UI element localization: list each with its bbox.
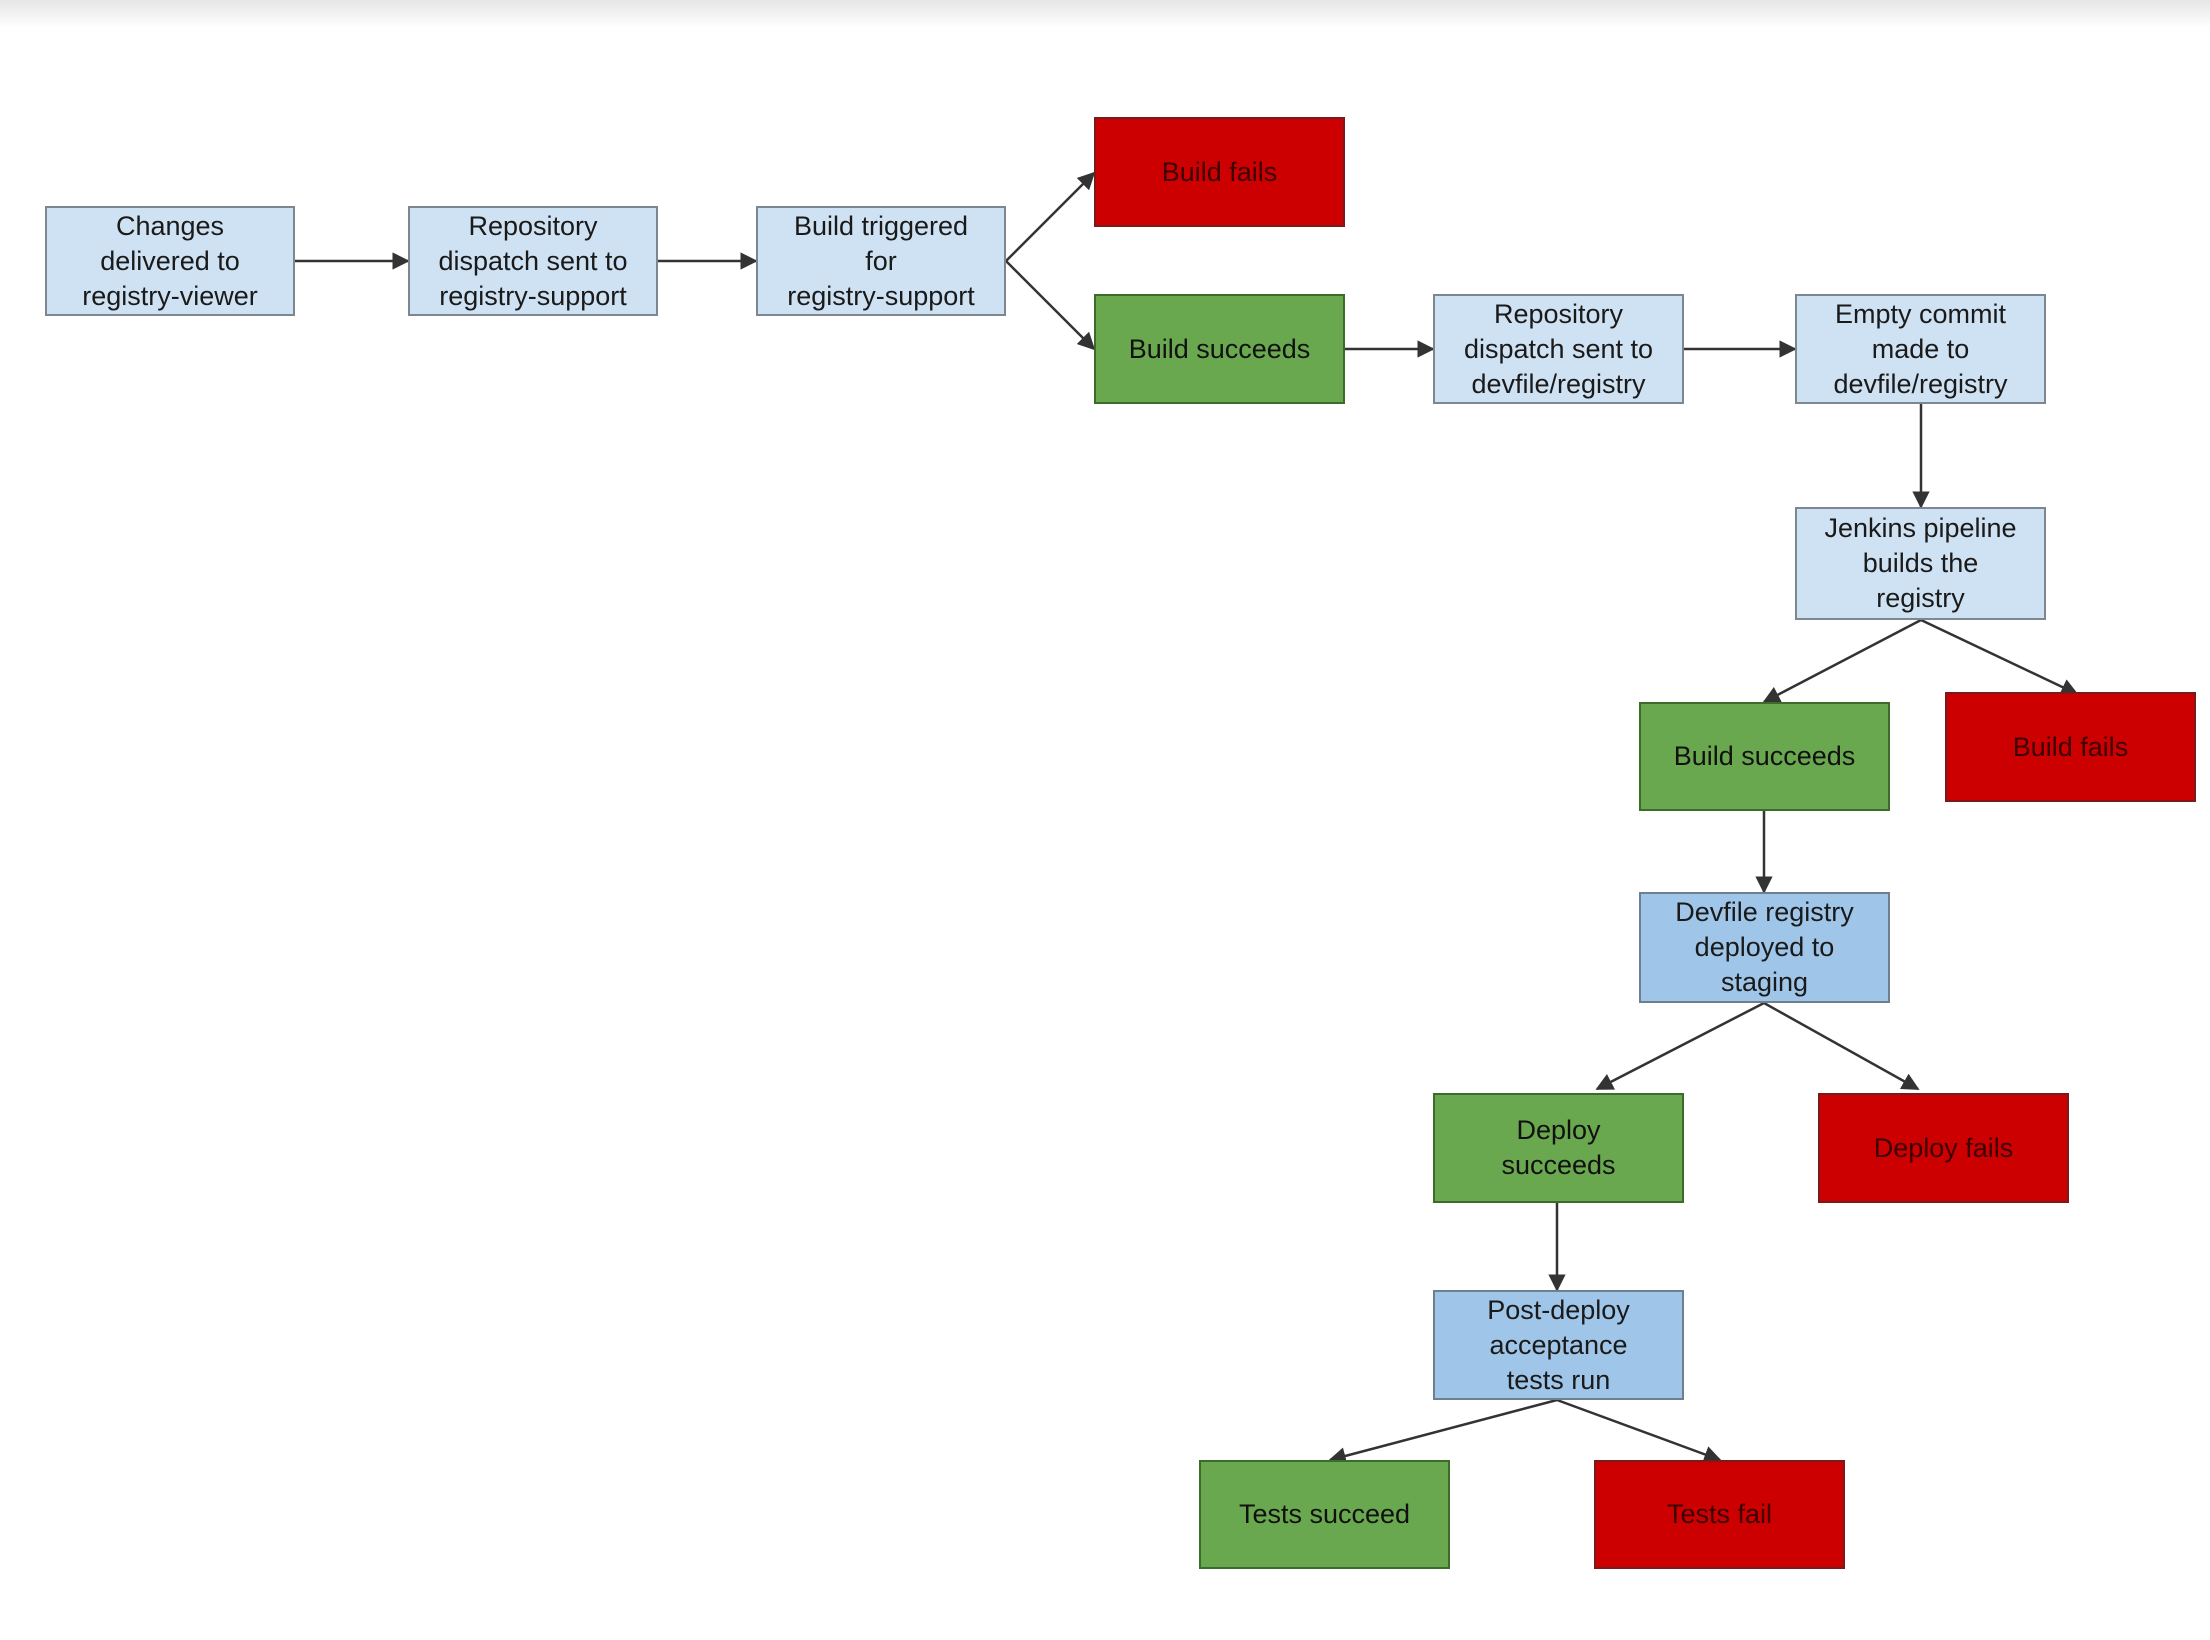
node-tests-succeed: Tests succeed (1199, 1460, 1450, 1569)
node-jenkins-pipeline-label: Jenkins pipeline builds the registry (1824, 513, 2017, 613)
edge-staging-to-deploy-succeeds (1595, 1001, 1765, 1091)
edge-jenkins-to-build-fails (1920, 618, 2079, 696)
node-build-triggered: Build triggered for registry-support (756, 206, 1006, 316)
node-dispatch-registry-support-label: Repository dispatch sent to registry-sup… (438, 210, 628, 311)
node-build-triggered-label: Build triggered for registry-support (787, 210, 975, 311)
edge-jenkins-to-build-succeeds (1762, 618, 1922, 704)
node-empty-commit: Empty commit made to devfile/registry (1795, 294, 2046, 404)
node-deploy-succeeds: Deploy succeeds (1433, 1093, 1684, 1203)
node-deployed-staging: Devfile registry deployed to staging (1639, 892, 1890, 1003)
edge-staging-to-deploy-fails (1763, 1001, 1920, 1091)
node-dispatch-registry-support: Repository dispatch sent to registry-sup… (408, 206, 658, 316)
node-changes-delivered: Changes delivered to registry-viewer (45, 206, 295, 316)
edge-tests-to-tests-fail (1556, 1398, 1722, 1463)
node-tests-fail-label: Tests fail (1666, 1499, 1773, 1529)
node-build-succeeds-2-label: Build succeeds (1673, 741, 1856, 771)
node-empty-commit-label: Empty commit made to devfile/registry (1833, 298, 2008, 399)
node-acceptance-tests-label: Post-deploy acceptance tests run (1487, 1294, 1630, 1395)
node-deployed-staging-label: Devfile registry deployed to staging (1675, 897, 1854, 997)
top-shade (0, 0, 2210, 28)
node-build-fails-1-label: Build fails (1161, 156, 1278, 187)
edge-tests-to-tests-succeed (1328, 1398, 1558, 1465)
node-dispatch-devfile-registry: Repository dispatch sent to devfile/regi… (1433, 294, 1684, 404)
node-jenkins-pipeline: Jenkins pipeline builds the registry (1795, 507, 2046, 620)
node-build-succeeds-1-label: Build succeeds (1128, 333, 1311, 364)
node-deploy-fails: Deploy fails (1818, 1093, 2069, 1203)
node-build-fails-2-label: Build fails (2012, 731, 2129, 762)
node-dispatch-devfile-registry-label: Repository dispatch sent to devfile/regi… (1463, 298, 1654, 399)
node-tests-succeed-label: Tests succeed (1238, 1499, 1411, 1529)
node-acceptance-tests: Post-deploy acceptance tests run (1433, 1290, 1684, 1400)
node-deploy-fails-label: Deploy fails (1873, 1132, 2014, 1163)
node-build-fails-1: Build fails (1094, 117, 1345, 227)
node-build-fails-2: Build fails (1945, 692, 2196, 802)
node-build-succeeds-2: Build succeeds (1639, 702, 1890, 811)
node-changes-delivered-label: Changes delivered to registry-viewer (82, 210, 258, 311)
node-deploy-succeeds-label: Deploy succeeds (1501, 1115, 1616, 1180)
node-tests-fail: Tests fail (1594, 1460, 1845, 1569)
edge-build-triggered-to-build-succeeds (1005, 260, 1096, 351)
edge-build-triggered-to-build-fails (1005, 171, 1096, 262)
node-build-succeeds-1: Build succeeds (1094, 294, 1345, 404)
